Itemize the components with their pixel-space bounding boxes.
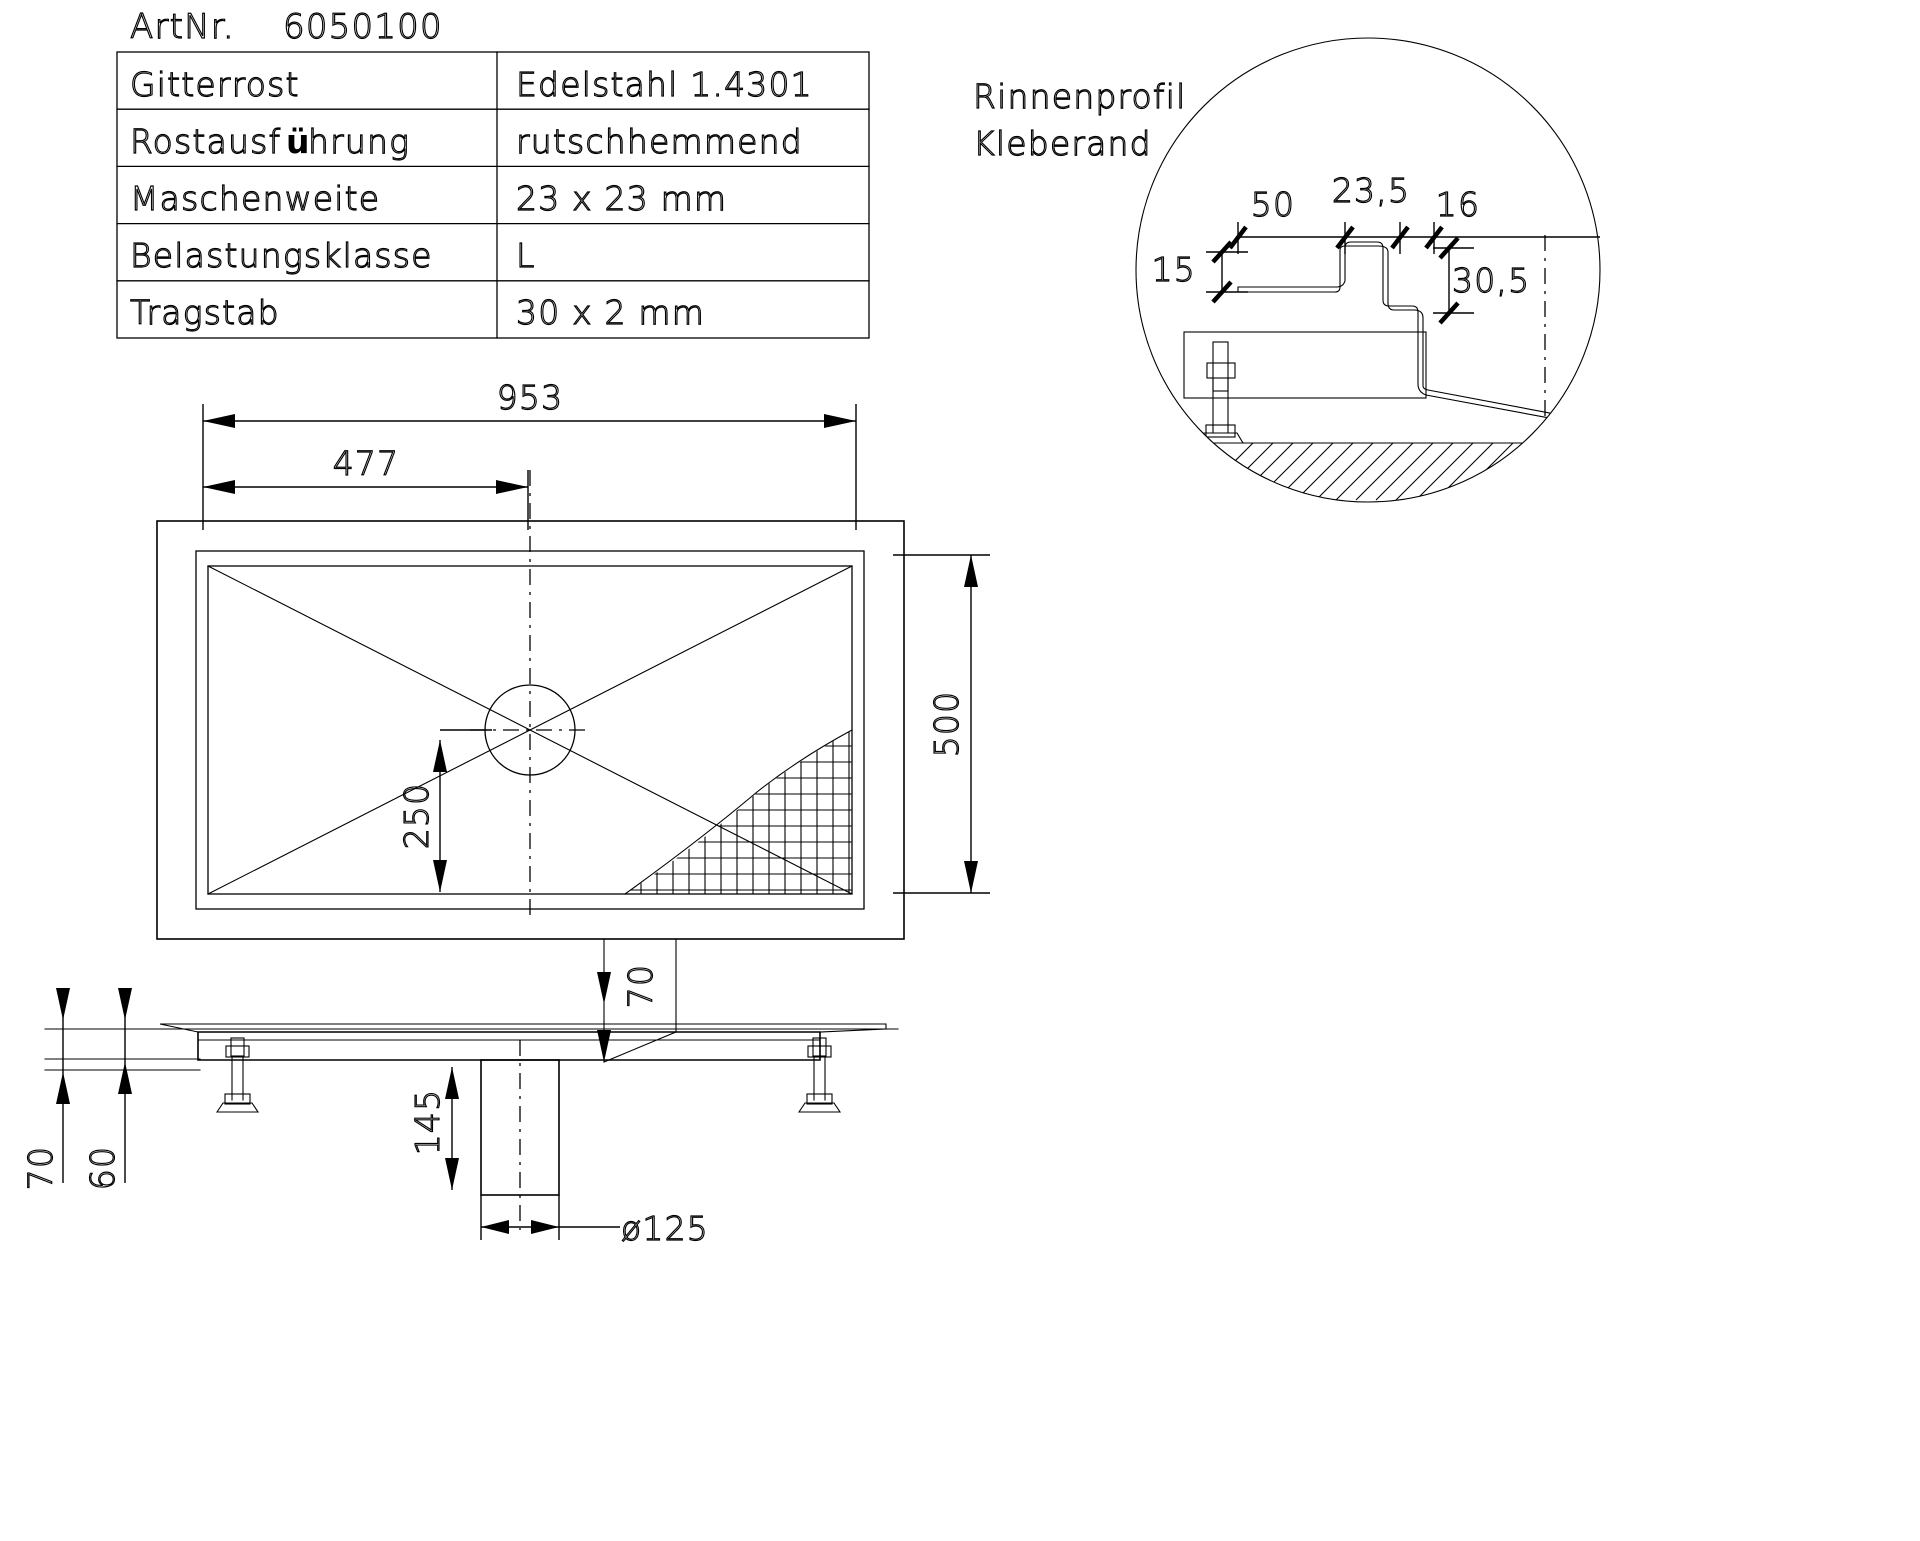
spec-row-2-value: 23 x 23 mm: [516, 179, 727, 218]
spec-row-4-value: 30 x 2 mm: [516, 293, 705, 332]
detail-dim-23-5: 23,5: [1332, 171, 1410, 210]
plan-dim-width-total: 953: [497, 378, 564, 417]
plan-dim-width-half: 477: [333, 444, 400, 483]
article-label: ArtNr.: [130, 7, 235, 47]
spec-row-1-label-post: hrung: [308, 122, 410, 161]
spec-row-3-label: Belastungsklasse: [130, 236, 433, 275]
section-dim-foot-height: 70: [21, 1146, 60, 1190]
spec-table-grid: [116, 51, 870, 339]
section-dim-outlet-diameter: ø125: [621, 1209, 709, 1248]
spec-row-1-label-pre: Rostausf: [130, 122, 281, 161]
plan-dim-height-total: 500: [927, 691, 966, 758]
detail-circle-group: [1135, 37, 1601, 503]
article-number: 6050100: [283, 7, 443, 47]
spec-row-1-value: rutschhemmend: [516, 122, 803, 161]
detail-title-line2: Kleberand: [973, 124, 1152, 163]
adjustable-foot-right: [797, 1037, 842, 1113]
detail-dim-15: 15: [1152, 250, 1196, 289]
plan-view-group: [156, 404, 990, 940]
detail-dim-30-5: 30,5: [1452, 261, 1530, 300]
detail-dim-16: 16: [1436, 185, 1480, 224]
section-dim-foot-height-inner: 60: [83, 1146, 122, 1190]
spec-row-0-value: Edelstahl 1.4301: [516, 65, 813, 104]
section-view-group: [44, 938, 899, 1240]
adjustable-foot-left: [215, 1037, 260, 1113]
spec-row-0-label: Gitterrost: [130, 65, 300, 104]
spec-row-2-label: Maschenweite: [130, 179, 380, 218]
detail-title-line1: Rinnenprofil: [973, 77, 1186, 116]
section-dim-outlet-depth: 145: [408, 1089, 447, 1156]
spec-row-1-label-umlaut: ü: [286, 122, 310, 161]
spec-row-3-value: L: [516, 236, 536, 275]
spec-row-4-label: Tragstab: [130, 293, 280, 332]
section-dim-flange-to-outlet: 70: [621, 964, 660, 1008]
detail-dim-50: 50: [1251, 185, 1295, 224]
plan-dim-height-half: 250: [397, 783, 436, 850]
